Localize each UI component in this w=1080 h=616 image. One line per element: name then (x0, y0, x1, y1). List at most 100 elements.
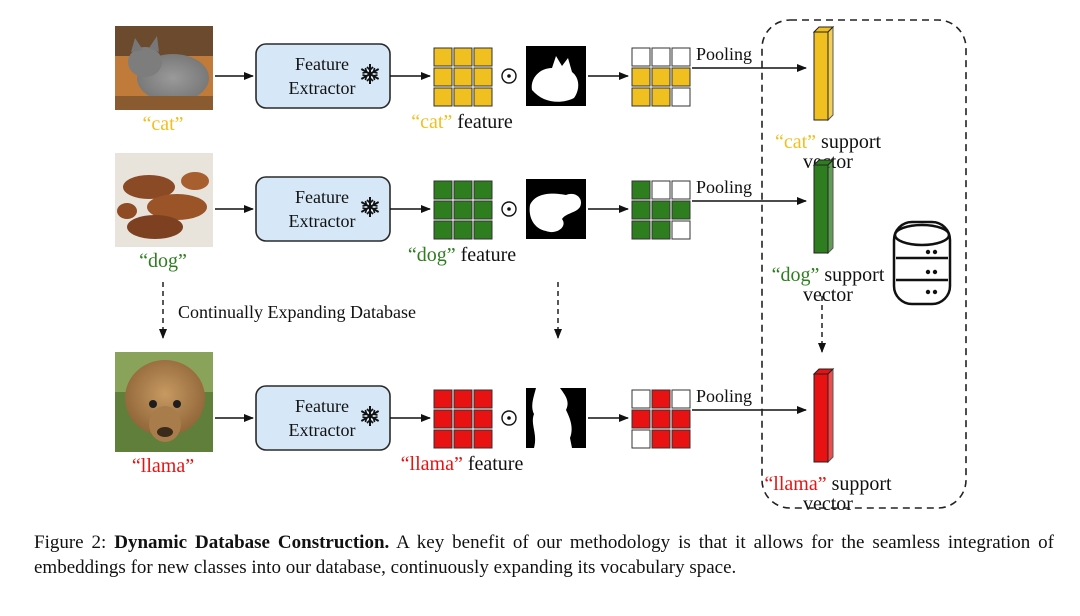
support-vector-bar (813, 373, 829, 463)
expanding-database-label: Continually Expanding Database (178, 302, 416, 322)
feature-cell (453, 429, 473, 449)
feature-cell (453, 389, 473, 409)
support-label: “dog” support (772, 264, 885, 286)
pooled-cell (671, 67, 691, 87)
hadamard-dot (507, 416, 511, 420)
snowflake-icon (360, 197, 380, 217)
feature-cell (473, 200, 493, 220)
feature-cell (473, 220, 493, 240)
pooled-cell (631, 409, 651, 429)
pooled-cell (671, 389, 691, 409)
image-label: “llama” (132, 455, 194, 477)
feature-cell (473, 47, 493, 67)
feature-cell (433, 389, 453, 409)
feature-label: “cat” feature (411, 111, 513, 133)
pooled-cell (631, 220, 651, 240)
snowflake-icon (360, 64, 380, 84)
feature-cell (433, 180, 453, 200)
feature-cell (453, 200, 473, 220)
feature-cell (453, 67, 473, 87)
pooled-cell (631, 389, 651, 409)
pooled-cell (651, 389, 671, 409)
pooled-cell (631, 200, 651, 220)
pooled-cell (651, 200, 671, 220)
pooled-cell (671, 200, 691, 220)
feature-cell (453, 87, 473, 107)
caption-prefix: Figure 2: (34, 532, 115, 553)
hadamard-dot (507, 207, 511, 211)
cat-photo (115, 26, 213, 110)
feature-cell (433, 67, 453, 87)
pooled-cell (651, 47, 671, 67)
feature-cell (433, 409, 453, 429)
support-vector-bar (813, 164, 829, 254)
pooled-cell (651, 180, 671, 200)
hadamard-operator (501, 410, 517, 426)
feature-cell (453, 180, 473, 200)
hadamard-dot (507, 74, 511, 78)
database-container (761, 19, 967, 509)
support-label-vector: vector (803, 284, 853, 306)
pooled-cell (671, 47, 691, 67)
cat-mask (526, 46, 586, 106)
figure-caption: Figure 2: Dynamic Database Construction.… (34, 530, 1054, 580)
image-label: “cat” (142, 113, 183, 135)
feature-cell (473, 429, 493, 449)
feature-cell (433, 220, 453, 240)
image-label: “dog” (139, 250, 187, 272)
pooled-cell (671, 409, 691, 429)
llama-photo (115, 352, 213, 452)
pooled-cell (631, 87, 651, 107)
feature-cell (433, 87, 453, 107)
feature-cell (433, 47, 453, 67)
pooled-cell (651, 220, 671, 240)
pooling-label: Pooling (696, 44, 752, 64)
pooled-cell (671, 220, 691, 240)
extractor-label-1: Feature (295, 54, 349, 74)
pooled-cell (651, 429, 671, 449)
feature-cell (453, 409, 473, 429)
feature-cell (473, 67, 493, 87)
pooled-cell (631, 429, 651, 449)
feature-label: “llama” feature (401, 453, 524, 475)
feature-cell (473, 87, 493, 107)
hadamard-operator (501, 201, 517, 217)
llama-mask (526, 388, 586, 448)
pooled-cell (671, 87, 691, 107)
pooling-label: Pooling (696, 177, 752, 197)
pooled-cell (651, 87, 671, 107)
support-vector-side (827, 25, 834, 122)
support-vector-side (827, 158, 834, 255)
feature-cell (473, 180, 493, 200)
dog-photo (115, 153, 213, 247)
feature-cell (453, 47, 473, 67)
pooled-cell (631, 47, 651, 67)
caption-bold: Dynamic Database Construction. (114, 532, 390, 553)
dog-mask (526, 179, 586, 239)
feature-cell (473, 409, 493, 429)
support-label: “llama” support (764, 473, 892, 495)
extractor-label-2: Extractor (289, 211, 356, 231)
feature-cell (433, 429, 453, 449)
pooled-cell (651, 67, 671, 87)
support-label: “cat” support (775, 131, 882, 153)
extractor-label-2: Extractor (289, 420, 356, 440)
extractor-label-2: Extractor (289, 78, 356, 98)
pooled-cell (651, 409, 671, 429)
extractor-label-1: Feature (295, 396, 349, 416)
feature-cell (473, 389, 493, 409)
snowflake-icon (360, 406, 380, 426)
database-icon (892, 220, 952, 306)
hadamard-operator (501, 68, 517, 84)
pooled-cell (631, 180, 651, 200)
pooling-label: Pooling (696, 386, 752, 406)
feature-cell (453, 220, 473, 240)
support-label-vector: vector (803, 493, 853, 515)
pooled-cell (671, 180, 691, 200)
support-vector-bar (813, 31, 829, 121)
caption-text: A key benefit of our methodology is that… (34, 532, 1054, 578)
